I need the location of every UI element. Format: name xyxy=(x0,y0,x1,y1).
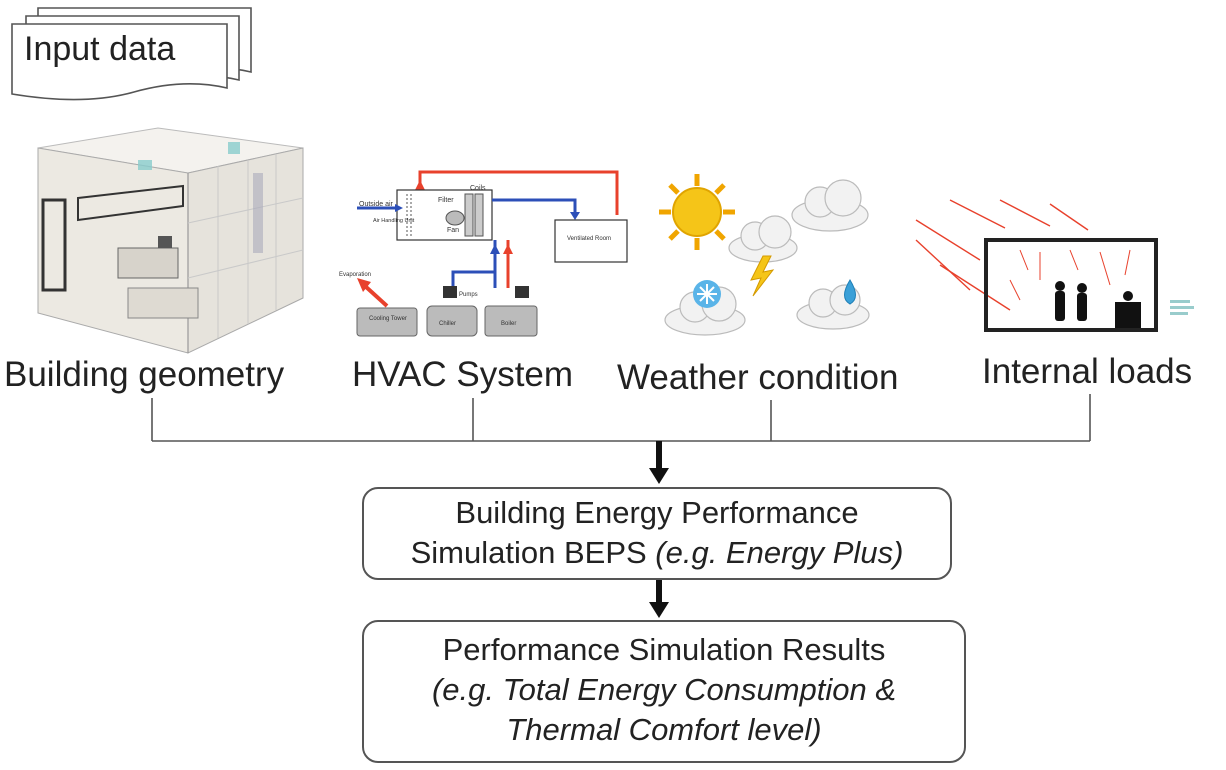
snow-cloud-icon xyxy=(664,280,746,336)
hvac-pumps-label: Pumps xyxy=(459,292,478,298)
cloud-icon xyxy=(791,179,869,232)
internal-loads-label: Internal loads xyxy=(982,352,1193,391)
input-data-label: Input data xyxy=(24,30,176,68)
internal-loads-diagram-icon xyxy=(915,199,1194,332)
hvac-chiller-label: Chiller xyxy=(439,321,456,327)
weather-icons xyxy=(659,174,870,336)
hvac-system-label: HVAC System xyxy=(352,355,574,394)
beps-line2-plain: Simulation BEPS xyxy=(410,535,656,570)
arrow-to-beps xyxy=(649,441,669,484)
hvac-fan-label: Fan xyxy=(447,227,459,234)
rain-cloud-icon xyxy=(796,279,870,330)
sun-icon xyxy=(659,174,735,250)
simulation-results-box: Performance Simulation Results (e.g. Tot… xyxy=(362,620,966,763)
hvac-outside-air-label: Outside air xyxy=(359,201,394,208)
hvac-filter-label: Filter xyxy=(438,197,454,204)
hvac-ahu-label: Air Handling Unit xyxy=(373,218,415,224)
beps-simulation-box: Building Energy Performance Simulation B… xyxy=(362,487,952,580)
hvac-boiler-label: Boiler xyxy=(501,321,516,327)
input-data-document-icon xyxy=(11,7,252,101)
hvac-schematic-icon: Filter Coils Fan Outside air Air Handlin… xyxy=(339,170,628,337)
building-geometry-label: Building geometry xyxy=(4,355,285,394)
results-line1: Performance Simulation Results xyxy=(442,632,886,667)
results-line3: Thermal Comfort level) xyxy=(506,712,822,747)
storm-cloud-icon xyxy=(728,215,798,297)
building-3d-model-icon xyxy=(37,127,304,354)
weather-condition-label: Weather condition xyxy=(617,358,899,397)
beps-line2: Simulation BEPS (e.g. Energy Plus) xyxy=(364,533,950,573)
hvac-evaporation-label: Evaporation xyxy=(339,272,371,278)
beps-line1: Building Energy Performance xyxy=(455,495,859,530)
hvac-cooling-tower-label: Cooling Tower xyxy=(369,316,407,322)
merge-bracket xyxy=(151,394,1091,442)
results-line2: (e.g. Total Energy Consumption & xyxy=(431,672,897,707)
hvac-coils-label: Coils xyxy=(470,185,486,192)
beps-line2-italic: (e.g. Energy Plus) xyxy=(655,535,904,570)
arrow-to-results xyxy=(649,580,669,618)
hvac-room-label: Ventilated Room xyxy=(567,236,611,242)
